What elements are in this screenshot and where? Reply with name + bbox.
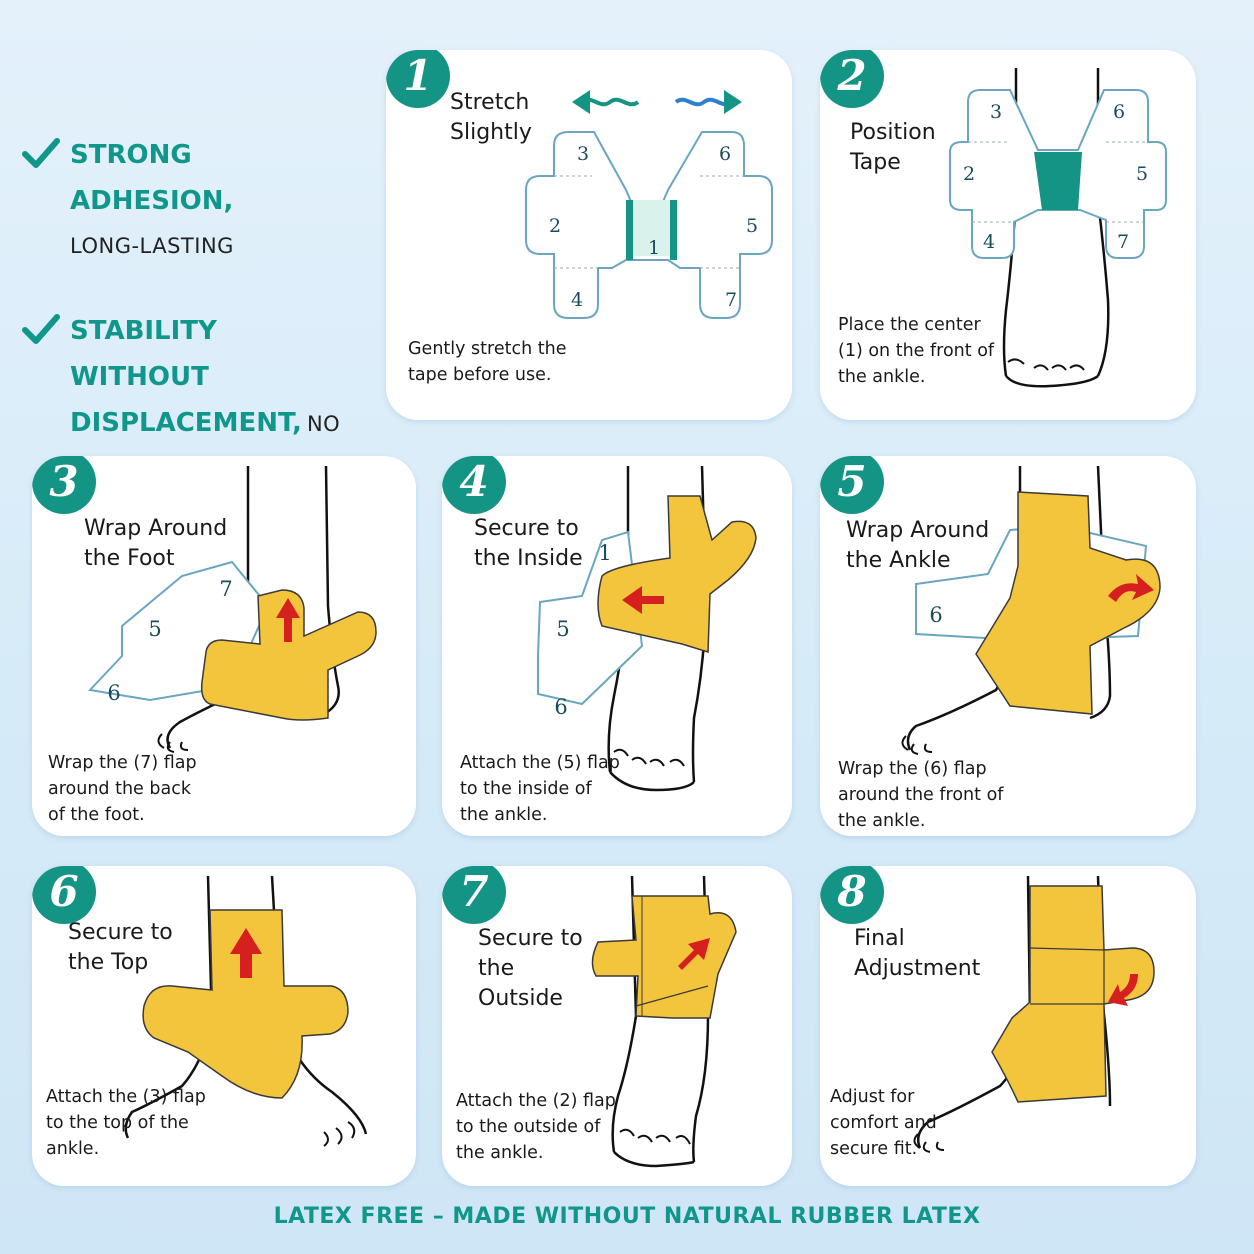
flap-label: 5 [1136, 163, 1148, 185]
step-description: Adjust for comfort and secure fit. [830, 1087, 937, 1159]
step-number-badge: 8 [820, 866, 884, 924]
tape-shape [991, 885, 1155, 1103]
ankle-illustration: 1 5 6 [537, 465, 757, 792]
flap-label: 6 [719, 143, 731, 165]
flap-label: 6 [554, 695, 567, 719]
flap-label: 2 [549, 215, 561, 237]
step-card-8: 8 Final Adjustment Adjust for comfort an… [820, 866, 1196, 1186]
ankle-illustration [913, 875, 1155, 1153]
step-number-badge: 7 [442, 866, 506, 924]
flap-label: 6 [1113, 101, 1125, 123]
flap-label: 1 [648, 237, 660, 259]
flap-label: 1 [598, 541, 611, 565]
step-number-badge: 1 [386, 50, 450, 108]
tape-shape [975, 491, 1161, 715]
step-description: Wrap the (7) flap around the back of the… [48, 753, 197, 825]
flap-label: 6 [929, 603, 942, 627]
ankle-illustration [591, 875, 737, 1168]
tape-illustration: 1 2 3 4 5 6 7 [525, 90, 773, 319]
feature-adhesion: STRONG ADHESION, LONG-LASTING [22, 132, 362, 268]
feature-inline-text: NO [306, 412, 341, 436]
step-description: Attach the (2) flap to the outside of th… [456, 1091, 616, 1163]
footer-note: LATEX FREE – MADE WITHOUT NATURAL RUBBER… [273, 1204, 981, 1229]
step-description: Place the center (1) on the front of the… [838, 315, 995, 387]
step-title: Secure to the Top [68, 920, 173, 975]
flap-label: 3 [577, 143, 589, 165]
step-title: Final Adjustment [854, 926, 981, 981]
step-card-4: 1 5 6 4 Secure to the Inside Attach the … [442, 456, 792, 836]
flap-label: 6 [107, 681, 120, 705]
direction-arrow-icon [1108, 974, 1138, 1006]
direction-arrow-icon [622, 586, 664, 614]
flap-label: 4 [983, 231, 995, 253]
direction-arrow-icon [276, 598, 300, 642]
foot-illustration: 5 6 7 [87, 465, 377, 753]
feature-subtitle: LONG-LASTING [70, 234, 234, 258]
tape-shape [142, 909, 349, 1099]
step-description: Wrap the (6) flap around the front of th… [838, 759, 1004, 831]
flap-label: 7 [1117, 231, 1129, 253]
step-title: Secure to the Inside [474, 516, 583, 571]
ankle-illustration: 6 [901, 465, 1161, 755]
flap-label: 4 [571, 289, 583, 311]
tape-shape [597, 495, 757, 654]
flap-label: 2 [963, 163, 975, 185]
step-description: Attach the (5) flap to the inside of the… [460, 753, 620, 825]
step-number-badge: 5 [820, 456, 884, 514]
ankle-illustration: 2 3 4 5 6 7 [949, 68, 1167, 388]
step-number-badge: 2 [820, 50, 884, 108]
flap-label: 5 [746, 215, 758, 237]
stretch-arrow-icon [572, 90, 742, 114]
flap-label: 7 [219, 577, 232, 601]
feature-title: STABILITY WITHOUT [70, 316, 217, 392]
flap-label: 7 [725, 289, 737, 311]
step-number-badge: 3 [32, 456, 96, 514]
tape-shape [591, 895, 737, 1019]
step-card-6: 6 Secure to the Top Attach the (3) flap … [32, 866, 416, 1186]
step-card-1: 1 2 3 4 5 6 7 1 Stretch Slightly Gently … [386, 50, 792, 420]
step-card-3: 5 6 7 3 Wrap Around the Foot Wrap the (7… [32, 456, 416, 836]
step-title: Wrap Around the Foot [84, 516, 228, 571]
step-card-7: 7 Secure to the Outside Attach the (2) f… [442, 866, 792, 1186]
step-title: Position Tape [850, 120, 936, 175]
step-number-badge: 6 [32, 866, 96, 924]
step-title: Stretch Slightly [450, 90, 532, 145]
flap-label: 3 [990, 101, 1002, 123]
feature-title-continued: DISPLACEMENT, [70, 408, 302, 438]
direction-arrow-icon [678, 938, 710, 970]
step-number-badge: 4 [442, 456, 506, 514]
step-title: Secure to the Outside [478, 926, 583, 1011]
flap-label: 5 [556, 617, 569, 641]
step-description: Attach the (3) flap to the top of the an… [46, 1087, 206, 1159]
step-card-2: 2 3 4 5 6 7 2 Position Tape Place the ce… [820, 50, 1196, 420]
check-icon [22, 138, 60, 168]
ankle-illustration [124, 875, 368, 1147]
check-icon [22, 314, 60, 344]
step-title: Wrap Around the Ankle [846, 518, 990, 573]
feature-title: STRONG ADHESION, [70, 140, 234, 216]
step-description: Gently stretch the tape before use. [408, 339, 567, 385]
step-card-5: 6 5 Wrap Around the Ankle Wrap the (6) f… [820, 456, 1196, 836]
direction-arrow-icon [1108, 574, 1154, 602]
tape-shape [200, 589, 377, 721]
direction-arrow-icon [230, 928, 262, 978]
flap-label: 5 [148, 617, 161, 641]
feature-list: STRONG ADHESION, LONG-LASTING STABILITY … [22, 132, 362, 490]
